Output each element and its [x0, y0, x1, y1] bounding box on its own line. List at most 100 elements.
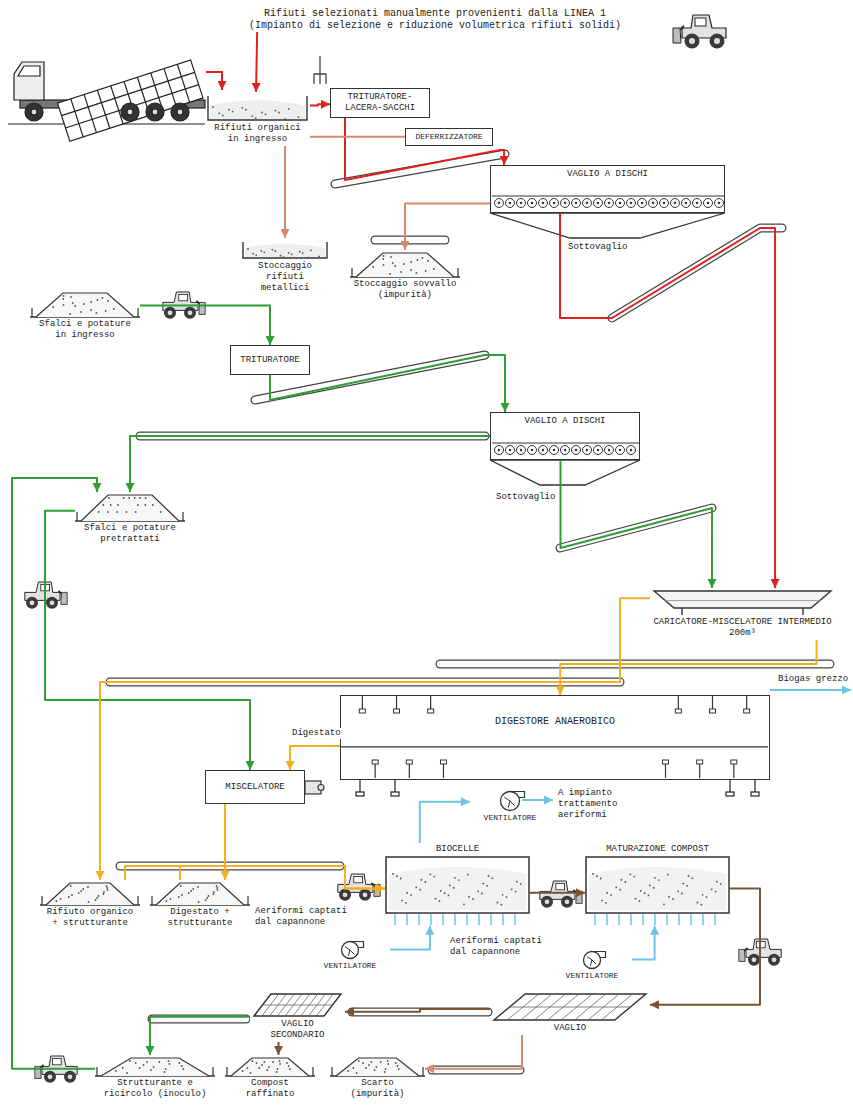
process-box: DEFERRIZZATORE [405, 128, 493, 146]
hopper-graphic [650, 588, 835, 616]
flow-arrow [425, 1035, 522, 1069]
pile-shape [356, 253, 454, 277]
material-dots [115, 1060, 184, 1074]
node-label: Rifiuti organici in ingresso [205, 122, 310, 146]
flow-arrow [390, 926, 430, 950]
process-box: TRITURATORE- LACERA-SACCHI [330, 88, 430, 118]
disc-row [492, 441, 639, 457]
screen-discs [494, 199, 723, 208]
biocell-unit: MATURAZIONE COMPOST [585, 843, 730, 926]
source-note: Rifiuti selezionati manualmente provenie… [240, 8, 630, 32]
node-label: CARICATORE-MISCELATORE INTERMEDIO 200m³ [650, 616, 835, 640]
grab-fork [314, 56, 326, 84]
tank-tubes [359, 696, 749, 778]
flow-arrow [405, 203, 490, 250]
cell-shape [586, 857, 729, 913]
node-label: Rifiuti selezionati manualmente provenie… [240, 8, 630, 32]
node-label: Scarto (impurità) [330, 1077, 425, 1101]
screw-line [664, 600, 821, 601]
node-label: VENTILATORE [310, 960, 390, 972]
screen-deck [492, 196, 724, 197]
flow-arrow [140, 305, 270, 345]
flow-arrow [125, 866, 385, 889]
mixer-motor [305, 781, 324, 794]
fan-blades [504, 797, 514, 807]
flow-arrow [45, 511, 250, 770]
tank-graphic [341, 696, 768, 778]
exhaust-line [522, 799, 553, 801]
note-label: Aeriformi captati dal capannone [253, 906, 353, 928]
note-label: Biogas grezzo [776, 674, 850, 685]
screen-frame [494, 994, 646, 1020]
node-label: Rifiuto organico + strutturante [40, 906, 140, 930]
pile-graphic [350, 250, 460, 278]
bin-shape [208, 96, 307, 120]
conveyor-belt [335, 154, 505, 184]
pile-marker [152, 896, 248, 905]
flow-arrow [530, 892, 585, 894]
screen-frame [254, 994, 341, 1016]
material-dots [52, 295, 114, 315]
bin-content [245, 244, 325, 257]
cell-graphic [585, 856, 730, 926]
material-pile: Stoccaggio sovvallo (impurità) [350, 250, 460, 302]
screen-graphic [250, 992, 345, 1018]
disc-screen: VAGLIO A DISCHI [490, 412, 640, 460]
cell-shape [386, 857, 529, 913]
fan-casing [342, 942, 359, 959]
fan-blades [587, 957, 596, 966]
screen-funnel [490, 213, 725, 238]
node-label: VAGLIO A DISCHI [567, 169, 648, 180]
edge-label: Sottovaglio [566, 242, 629, 253]
screen-unit: VAGLIO SECONDARIO [250, 992, 345, 1042]
pile-shape [156, 883, 244, 905]
pile-marker [352, 268, 458, 277]
flow-arrow [277, 1042, 279, 1055]
node-label: VAGLIO [490, 1022, 650, 1035]
storage-bin: Rifiuti organici in ingresso [205, 92, 310, 146]
material-dots [56, 885, 109, 903]
pile-graphic [225, 1055, 315, 1077]
flow-arrow [12, 478, 97, 1069]
flow-arrow [632, 926, 655, 960]
node-label: Compost raffinato [225, 1077, 315, 1101]
material-dots [392, 873, 522, 906]
screen-funnel [490, 460, 640, 485]
fan-blades [345, 947, 354, 956]
flow-arrow [285, 137, 405, 238]
process-box: MISCELATORE [205, 770, 305, 804]
fan-unit: VENTILATORE [310, 940, 390, 972]
material-dots [166, 885, 219, 903]
material-dots [347, 1060, 399, 1074]
bin-graphic [205, 92, 310, 122]
node-label: VAGLIO A DISCHI [524, 416, 605, 427]
note-label: A impianto trattamento aeriformi [556, 788, 626, 820]
pile-marker [332, 1067, 423, 1076]
pile-graphic [40, 880, 140, 906]
hopper-shape [654, 591, 831, 608]
fan-unit: VENTILATORE [470, 790, 550, 824]
node-label: TRITURATORE [235, 355, 305, 366]
disc-screen: VAGLIO A DISCHI [490, 165, 725, 213]
air-vents [595, 914, 715, 925]
screen-unit: VAGLIO [490, 992, 650, 1035]
process-box: TRITURATORE [230, 345, 310, 375]
node-label: VENTILATORE [470, 812, 550, 824]
note-label: Aeriformi captati dal capannone [448, 936, 548, 958]
wheel-loader [673, 15, 726, 49]
cell-graphic [385, 856, 530, 926]
flow-arrow [290, 746, 340, 770]
node-label: VAGLIO SECONDARIO [250, 1018, 345, 1042]
screen-mesh [507, 994, 632, 1020]
flow-arrow [560, 213, 775, 588]
biogas-line [770, 689, 851, 691]
pile-marker [227, 1067, 313, 1076]
pile-marker [97, 1067, 213, 1076]
disc-row [492, 194, 724, 210]
pile-graphic [95, 1055, 215, 1077]
node-label: Stoccaggio sovvallo (impurità) [350, 278, 460, 302]
node-label: Digestato + strutturante [150, 906, 250, 930]
dump-truck [8, 60, 215, 141]
